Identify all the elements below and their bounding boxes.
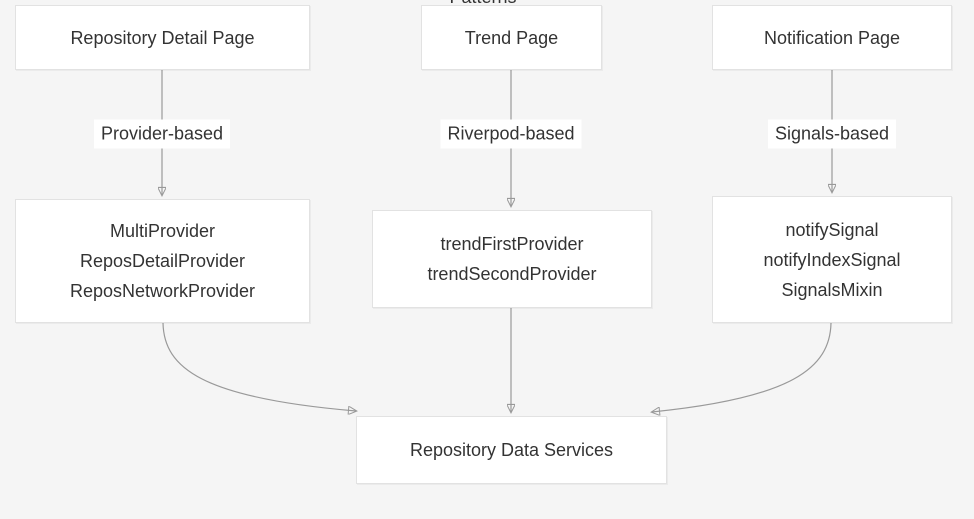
node-label: notifyIndexSignal	[763, 249, 901, 270]
node-label: Trend Page	[464, 27, 559, 48]
edge-label-signals-based: Signals-based	[767, 119, 897, 149]
node-label: MultiProvider	[109, 221, 216, 241]
arrow-signals-group-to-data-services	[652, 322, 832, 412]
node-label: Notification Page	[763, 27, 901, 48]
node-trend-page: Trend Page	[421, 5, 602, 70]
edge-label-riverpod-based: Riverpod-based	[440, 119, 582, 149]
node-label: trendFirstProvider	[440, 234, 584, 254]
node-notification-page: Notification Page	[712, 5, 952, 70]
edge-label-provider-based: Provider-based	[93, 119, 231, 149]
node-label: SignalsMixin	[781, 279, 883, 300]
node-repository-detail-page: Repository Detail Page	[15, 5, 310, 70]
arrow-provider-group-to-data-services	[162, 322, 356, 411]
node-label: ReposNetworkProvider	[69, 281, 256, 301]
node-label: trendSecondProvider	[427, 264, 597, 284]
node-signals-group: notifySignal notifyIndexSignal SignalsMi…	[712, 196, 952, 323]
node-provider-group: MultiProvider ReposDetailProvider ReposN…	[15, 199, 310, 323]
node-label: ReposDetailProvider	[79, 251, 246, 271]
node-label: notifySignal	[785, 219, 879, 240]
node-label: Repository Data Services	[409, 440, 614, 460]
node-riverpod-group: trendFirstProvider trendSecondProvider	[372, 210, 652, 308]
clipped-subgraph-title: Patterns	[449, 0, 516, 8]
node-repository-data-services: Repository Data Services	[356, 416, 667, 484]
node-label: Repository Detail Page	[70, 27, 255, 48]
